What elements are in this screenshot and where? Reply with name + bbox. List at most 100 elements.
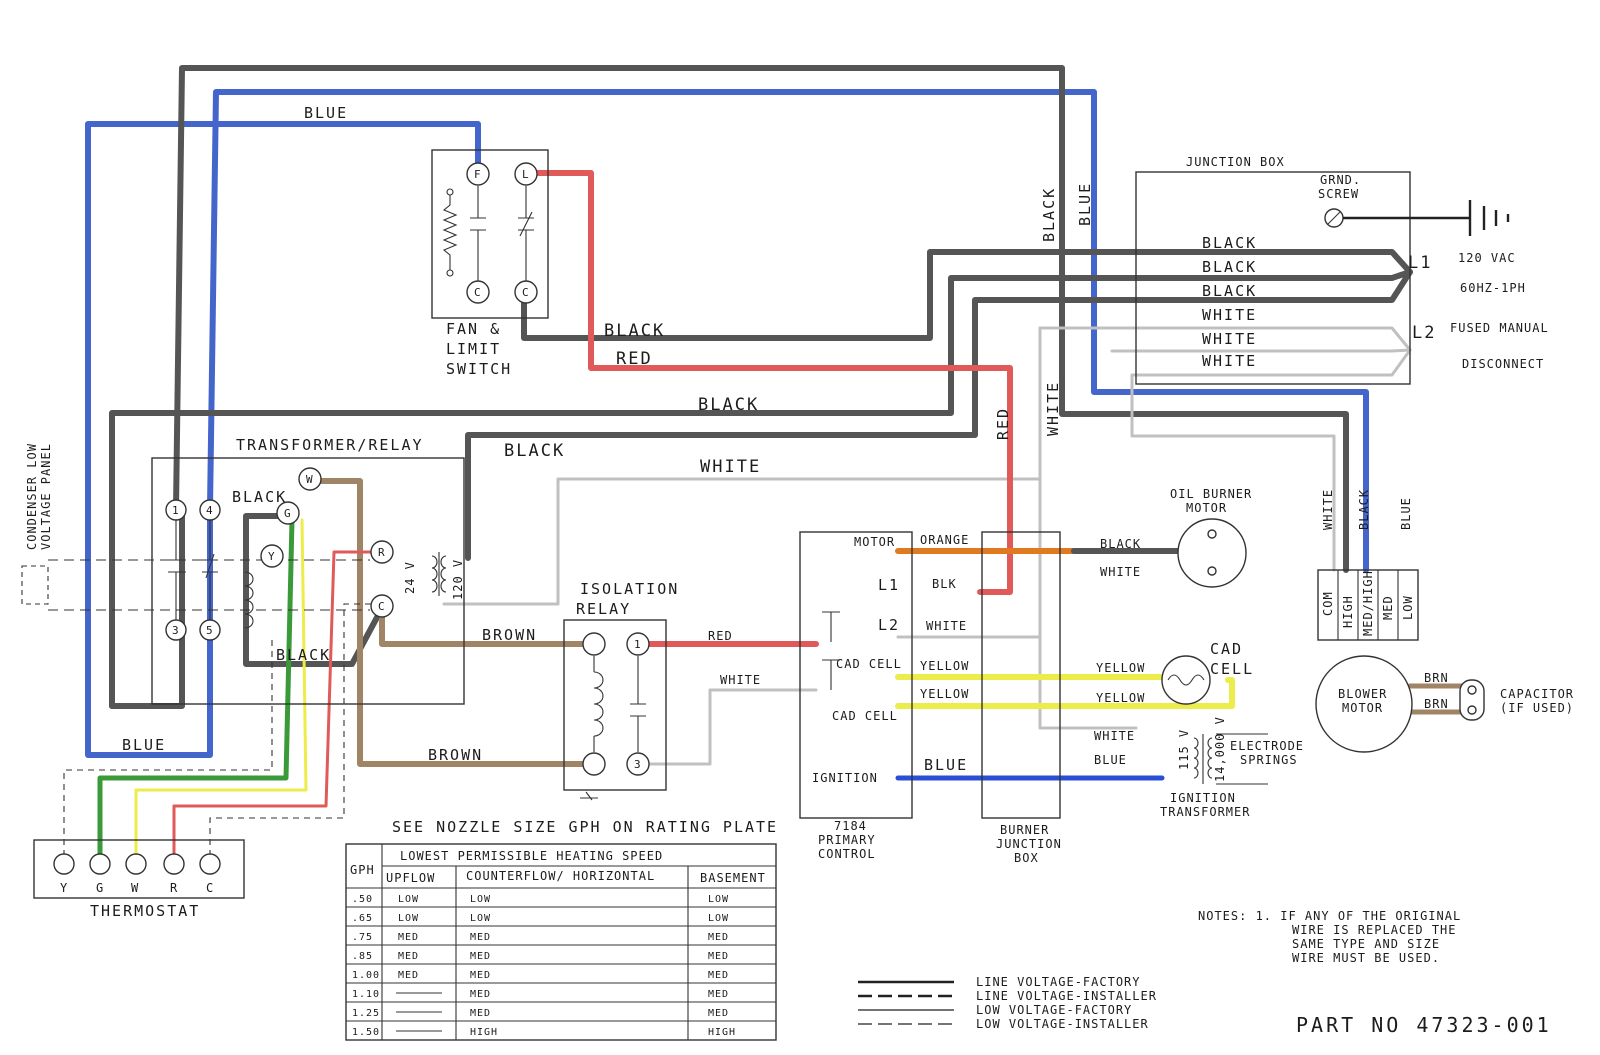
wire-label-white-iso: WHITE <box>720 673 761 687</box>
burner-caption-1: BURNER <box>1000 823 1049 837</box>
nozzle-cell-gph: .65 <box>352 913 373 924</box>
primary-contact-1 <box>822 611 840 642</box>
fan-limit-caption-3: SWITCH <box>446 360 512 378</box>
brown-wire-bottom <box>379 605 593 647</box>
nozzle-cell-speed: MED <box>470 989 491 1000</box>
cad-cell-caption-1: CAD <box>1210 640 1243 658</box>
blower-wire-white: WHITE <box>1321 489 1335 530</box>
ground-plates <box>1468 200 1510 236</box>
blower-wire-blue: BLUE <box>1399 497 1413 530</box>
blower-motor <box>1315 655 1413 753</box>
nozzle-cell-speed: MED <box>708 951 729 962</box>
primary-label-cad-2: CAD CELL <box>832 709 898 723</box>
cad-cell-wave <box>1167 674 1205 686</box>
iso-terminal-3-label: 3 <box>634 758 641 771</box>
nozzle-cell-speed: HIGH <box>708 1027 736 1038</box>
nozzle-header-counterflow: COUNTERFLOW/ HORIZONTAL <box>466 869 655 883</box>
brown-wire-top <box>307 478 593 767</box>
fan-terminal-l-label: L <box>522 168 529 181</box>
burner-wire-yellow-2: YELLOW <box>1096 691 1145 705</box>
primary-label-motor: MOTOR <box>854 535 895 549</box>
nozzle-cell-speed: MED <box>708 970 729 981</box>
vac-label: 120 VAC <box>1458 251 1516 265</box>
iso-terminal-1-label: 1 <box>634 638 641 651</box>
trans-terminal-c-label: C <box>378 600 385 613</box>
burner-wire-blue: BLUE <box>1094 753 1127 767</box>
primary-label-l2: L2 <box>878 616 900 634</box>
nozzle-cell-gph: .50 <box>352 894 373 905</box>
hz-label: 60HZ-1PH <box>1460 281 1526 295</box>
ground-label-1: GRND. <box>1320 173 1361 187</box>
nozzle-header-upflow: UPFLOW <box>386 871 435 885</box>
primary-wire-white: WHITE <box>926 619 967 633</box>
fan-terminal-c1-label: C <box>474 286 481 299</box>
trans-terminal-3 <box>165 619 187 641</box>
burner-wire-yellow-1: YELLOW <box>1096 661 1145 675</box>
wire-label-blue-top: BLUE <box>304 104 348 122</box>
thermostat-terminal-c-label: C <box>206 881 214 895</box>
legend-label-3: LOW VOLTAGE-FACTORY <box>976 1003 1132 1017</box>
capacitor-label-2: (IF USED) <box>1500 701 1574 715</box>
nozzle-table-title: LOWEST PERMISSIBLE HEATING SPEED <box>400 849 663 863</box>
cad-cell-caption-2: CELL <box>1210 660 1254 678</box>
wire-label-black-fan: BLACK <box>604 321 665 341</box>
primary-label-ignition: IGNITION <box>812 771 878 785</box>
relay-coil <box>244 571 254 629</box>
fan-terminal-f <box>466 162 490 186</box>
nozzle-table-frame <box>345 843 777 1041</box>
nozzle-row-lines <box>346 906 776 1022</box>
nozzle-cell-speed: MED <box>398 970 419 981</box>
wire-label-red-vertical: RED <box>994 407 1012 440</box>
legend-label-4: LOW VOLTAGE-INSTALLER <box>976 1017 1149 1031</box>
bundle-label-1: BLACK <box>1202 234 1257 252</box>
nozzle-cell-speed: LOW <box>470 913 491 924</box>
junction-box-title: JUNCTION BOX <box>1186 155 1285 169</box>
wire-label-blue-bottom: BLUE <box>122 736 166 754</box>
notes-line-3: SAME TYPE AND SIZE <box>1292 937 1440 951</box>
transformer-title: TRANSFORMER/RELAY <box>236 436 424 454</box>
isolation-coil <box>593 656 604 752</box>
trans-terminal-w <box>298 467 322 491</box>
blower-speed-low: LOW <box>1401 595 1415 620</box>
ignition-14000v: 14,000 V <box>1213 716 1227 782</box>
burner-wire-white: WHITE <box>1100 565 1141 579</box>
fused-label: FUSED MANUAL <box>1450 321 1549 335</box>
primary-contact-2 <box>822 659 840 690</box>
wire-label-black-mid: BLACK <box>698 395 759 415</box>
white-wire-vertical <box>1038 326 1138 730</box>
trans-terminal-w-label: W <box>306 473 313 486</box>
notes-line-2: WIRE IS REPLACED THE <box>1292 923 1457 937</box>
blue-wire-fan <box>85 121 481 758</box>
trans-terminal-5-label: 5 <box>206 624 213 637</box>
legend-label-1: LINE VOLTAGE-FACTORY <box>976 975 1141 989</box>
blower-speed-medhigh: MED/HIGH <box>1361 570 1375 636</box>
burner-wire-white-2: WHITE <box>1094 729 1135 743</box>
black-wire-top <box>173 65 1349 573</box>
burner-caption-3: BOX <box>1014 851 1039 865</box>
oil-burner-motor <box>1177 518 1247 588</box>
isolation-relay-box <box>563 619 667 791</box>
nozzle-cell-speed: MED <box>470 1008 491 1019</box>
nozzle-cell-speed: MED <box>398 951 419 962</box>
white-wire-bundle-3 <box>1130 348 1412 377</box>
trans-terminal-y-label: Y <box>268 550 275 563</box>
nozzle-cell-gph: 1.50 <box>352 1027 380 1038</box>
black-wire-relay <box>109 505 185 709</box>
l2-label: L2 <box>1412 323 1436 343</box>
trans-terminal-c <box>370 594 394 618</box>
trans-terminal-3-label: 3 <box>172 624 179 637</box>
notes-line-4: WIRE MUST BE USED. <box>1292 951 1440 965</box>
bundle-label-3: BLACK <box>1202 282 1257 300</box>
capacitor-terminal-1 <box>1467 685 1477 695</box>
red-wire-thermostat <box>172 550 384 858</box>
notes-line-1: NOTES: 1. IF ANY OF THE ORIGINAL <box>1198 909 1461 923</box>
burner-caption-2: JUNCTION <box>996 837 1062 851</box>
red-wire-limit <box>523 170 1013 595</box>
transformer-coils <box>431 552 447 596</box>
thermostat-terminal-w-label: W <box>131 881 139 895</box>
cad-cell <box>1161 655 1211 705</box>
burner-wire-black: BLACK <box>1100 537 1141 551</box>
thermostat-box <box>33 839 245 899</box>
fan-switch-contacts <box>470 186 486 284</box>
fan-terminal-c2 <box>514 280 538 304</box>
